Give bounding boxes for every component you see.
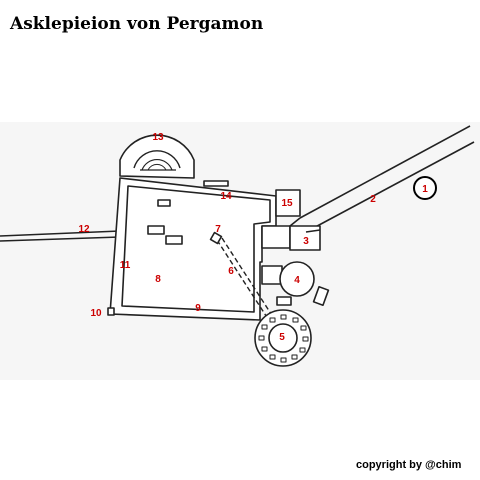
library [275,189,301,217]
building-block [276,296,292,306]
propylon [261,217,321,251]
label-7: 7 [215,224,221,235]
label-1: 1 [422,184,428,195]
label-3: 3 [303,236,309,247]
label-11: 11 [120,260,131,271]
label-15: 15 [281,198,293,209]
southwest-corner [107,307,115,316]
west-stoa [0,230,121,242]
theatre [119,134,195,179]
copyright-notice: copyright by @chim [356,459,462,471]
courtyard-block [157,199,171,207]
courtyard-walls [109,177,277,321]
map-title: Asklepieion von Pergamon [10,14,264,34]
temple-zeus-asklepios [261,261,315,297]
label-5: 5 [279,332,285,343]
label-6: 6 [228,266,234,277]
label-8: 8 [155,274,161,285]
building-block [312,285,330,307]
courtyard-block [147,225,165,235]
label-2: 2 [370,194,376,205]
label-4: 4 [294,275,300,286]
label-10: 10 [90,308,102,319]
via-tecta-street [299,125,475,233]
label-13: 13 [152,132,164,143]
north-stoa [203,180,229,187]
courtyard-block [165,235,183,245]
label-12: 12 [78,224,90,235]
sacred-tunnel [209,231,276,323]
circular-temple-telesphoros [254,309,312,367]
label-14: 14 [220,191,232,202]
marker-circle-1 [413,176,437,200]
label-9: 9 [195,303,201,314]
